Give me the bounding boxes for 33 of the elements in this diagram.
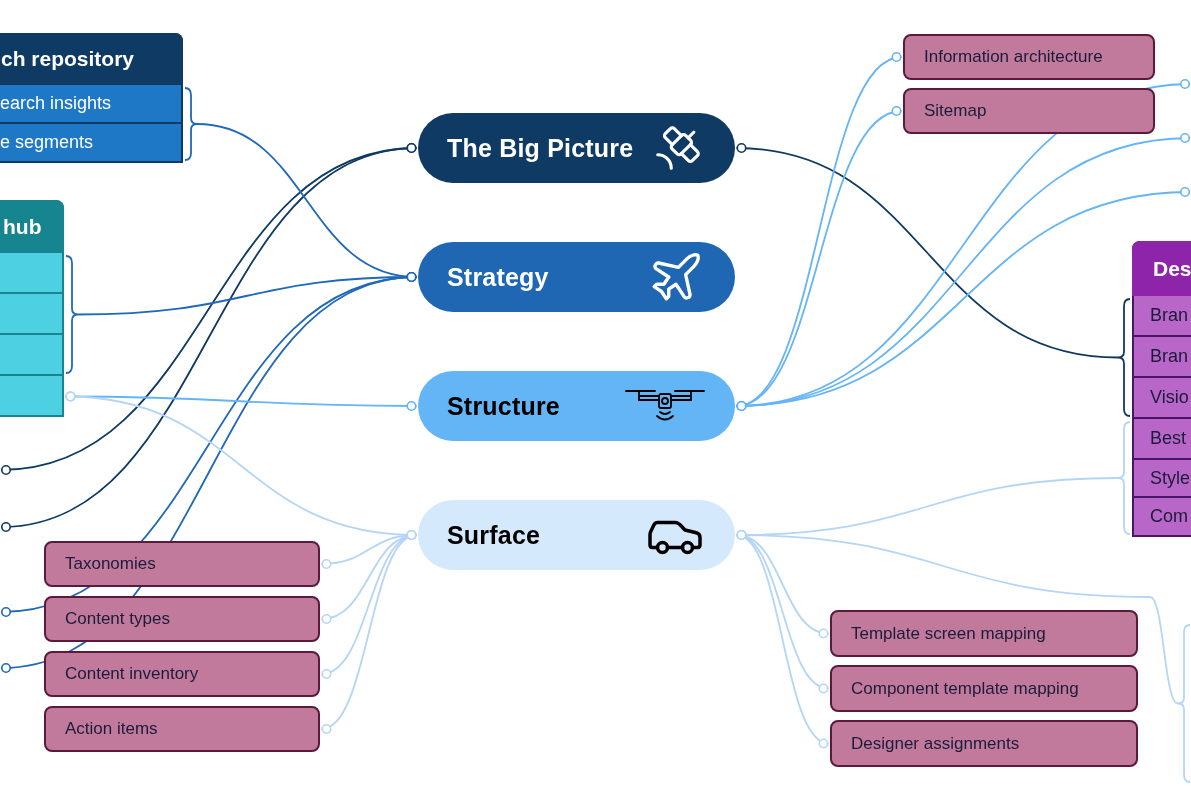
data-table — [0, 200, 64, 417]
table-row: Com — [1134, 498, 1191, 535]
connector — [735, 143, 1131, 417]
table-header: Des — [1132, 241, 1191, 296]
topic-box: Information architecture — [903, 34, 1155, 80]
data-table — [0, 33, 183, 163]
table-row — [0, 376, 62, 415]
topic-box: Sitemap — [903, 88, 1155, 134]
table-row — [0, 335, 62, 374]
topic-box: Content types — [44, 596, 320, 642]
table-row: e segments — [0, 124, 181, 161]
topic-box: Taxonomies — [44, 541, 320, 587]
category-title: Structure — [447, 391, 560, 421]
table-row: Style — [1134, 460, 1191, 496]
topic-box: Action items — [44, 706, 320, 752]
connector — [735, 187, 1191, 411]
topic-box: Component template mapping — [830, 665, 1138, 712]
table-row: Bran — [1134, 296, 1191, 335]
table-row: Visio — [1134, 378, 1191, 417]
table-row — [0, 253, 62, 292]
connector — [735, 530, 1191, 783]
category-title: The Big Picture — [447, 133, 634, 163]
category-title: Strategy — [447, 262, 549, 292]
table-row — [0, 294, 62, 333]
table-row: Best — [1134, 419, 1191, 458]
category-title: Surface — [447, 520, 541, 550]
topic-box: Content inventory — [44, 651, 320, 697]
topic-box: Designer assignments — [830, 720, 1138, 767]
data-table — [1132, 241, 1191, 537]
table-row: earch insights — [0, 85, 181, 122]
connector — [64, 391, 418, 540]
table-row: Bran — [1134, 337, 1191, 376]
topic-box: Template screen mapping — [830, 610, 1138, 657]
